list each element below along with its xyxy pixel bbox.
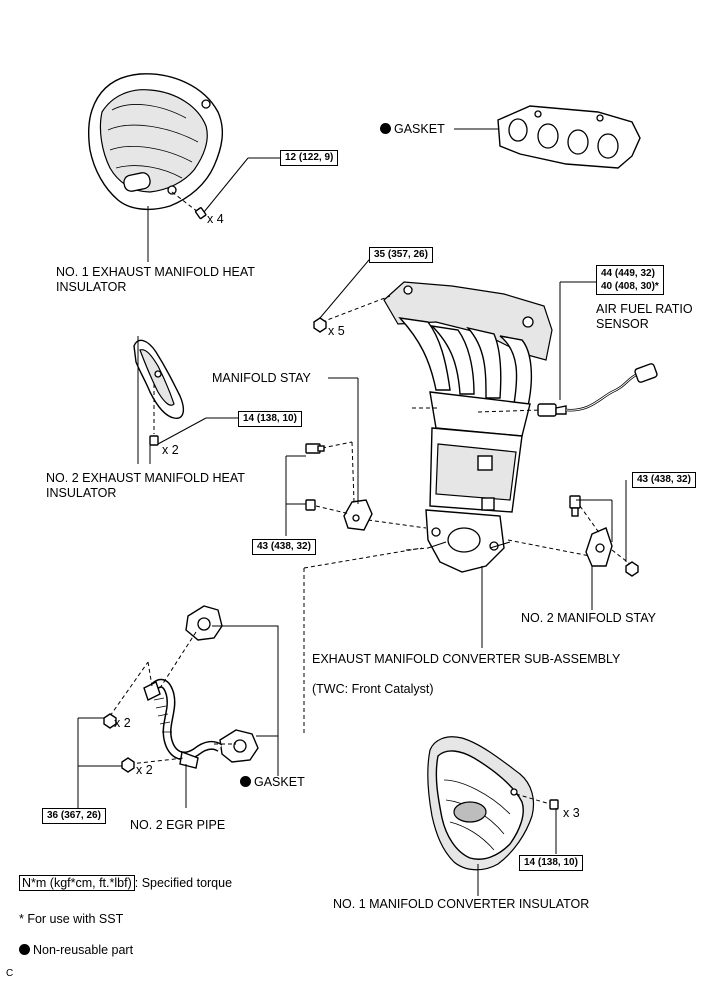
- corner-code: C: [6, 968, 14, 979]
- bolt-icon: [194, 207, 207, 220]
- egr-pipe-drawing: [77, 547, 423, 810]
- quantity-label: x 5: [328, 324, 345, 338]
- legend-non-reusable: Non-reusable part: [19, 943, 133, 958]
- converter-sub-assembly-label: EXHAUST MANIFOLD CONVERTER SUB-ASSEMBLY: [312, 652, 621, 666]
- quantity-label: x 2: [162, 443, 179, 457]
- torque-spec-box: 43 (438, 32): [252, 539, 316, 555]
- nut-icon: [305, 499, 316, 511]
- nut-icon: [313, 317, 327, 333]
- manifold-stay-label: MANIFOLD STAY: [212, 371, 311, 385]
- no1-heat-insulator-drawing: [87, 73, 280, 262]
- torque-spec-box: 14 (138, 10): [519, 855, 583, 871]
- quantity-label: x 3: [563, 806, 580, 820]
- bolt-icon: [103, 713, 117, 729]
- air-fuel-sensor-drawing: [477, 281, 658, 417]
- no2-egr-pipe-label: NO. 2 EGR PIPE: [130, 818, 226, 832]
- bolt-icon: [569, 495, 581, 517]
- no2-manifold-stay-drawing: [569, 480, 639, 610]
- non-reusable-dot-icon: [380, 123, 391, 134]
- twc-note-label: (TWC: Front Catalyst): [312, 682, 434, 696]
- legend-sst-note: * For use with SST: [19, 912, 124, 926]
- torque-spec-box: 36 (367, 26): [42, 808, 106, 824]
- manifold-stay-drawing: [285, 377, 373, 536]
- non-reusable-dot-icon: [19, 944, 30, 955]
- bolt-icon: [305, 443, 325, 454]
- bolt-icon: [121, 757, 135, 773]
- gasket-egr-label: GASKET: [240, 775, 305, 790]
- legend-unit-box: N*m (kgf*cm, ft.*lbf): [19, 875, 135, 891]
- torque-spec-standard: 44 (449, 32): [601, 268, 655, 279]
- nut-icon: [625, 561, 639, 577]
- manifold-converter-drawing: [313, 253, 591, 648]
- legend-unit-text: : Specified torque: [134, 876, 233, 890]
- bolt-icon: [549, 799, 559, 810]
- non-reusable-dot-icon: [240, 776, 251, 787]
- torque-spec-box: 12 (122, 9): [280, 150, 339, 166]
- converter-insulator-drawing: [427, 736, 559, 896]
- torque-spec-box: 43 (438, 32): [632, 472, 696, 488]
- quantity-label: x 2: [136, 763, 153, 777]
- torque-spec-box: 35 (357, 26): [369, 247, 433, 263]
- torque-spec-box-sensor: 44 (449, 32) 40 (408, 30)*: [596, 265, 664, 295]
- no1-converter-insulator-label: NO. 1 MANIFOLD CONVERTER INSULATOR: [333, 897, 590, 911]
- gasket-top-label: GASKET: [380, 122, 445, 137]
- no2-heat-insulator-drawing: [133, 336, 238, 464]
- air-fuel-sensor-label: AIR FUEL RATIO SENSOR: [596, 302, 693, 331]
- bolt-icon: [149, 435, 159, 446]
- no2-manifold-stay-label: NO. 2 MANIFOLD STAY: [521, 611, 656, 625]
- torque-spec-box: 14 (138, 10): [238, 411, 302, 427]
- no2-heat-insulator-label: NO. 2 EXHAUST MANIFOLD HEAT INSULATOR: [46, 471, 245, 500]
- quantity-label: x 2: [114, 716, 131, 730]
- quantity-label: x 4: [207, 212, 224, 226]
- gasket-top-drawing: [454, 105, 641, 169]
- no1-heat-insulator-label: NO. 1 EXHAUST MANIFOLD HEAT INSULATOR: [56, 265, 255, 294]
- torque-spec-sst: 40 (408, 30)*: [601, 281, 659, 292]
- legend-torque: N*m (kgf*cm, ft.*lbf): Specified torque: [19, 875, 233, 891]
